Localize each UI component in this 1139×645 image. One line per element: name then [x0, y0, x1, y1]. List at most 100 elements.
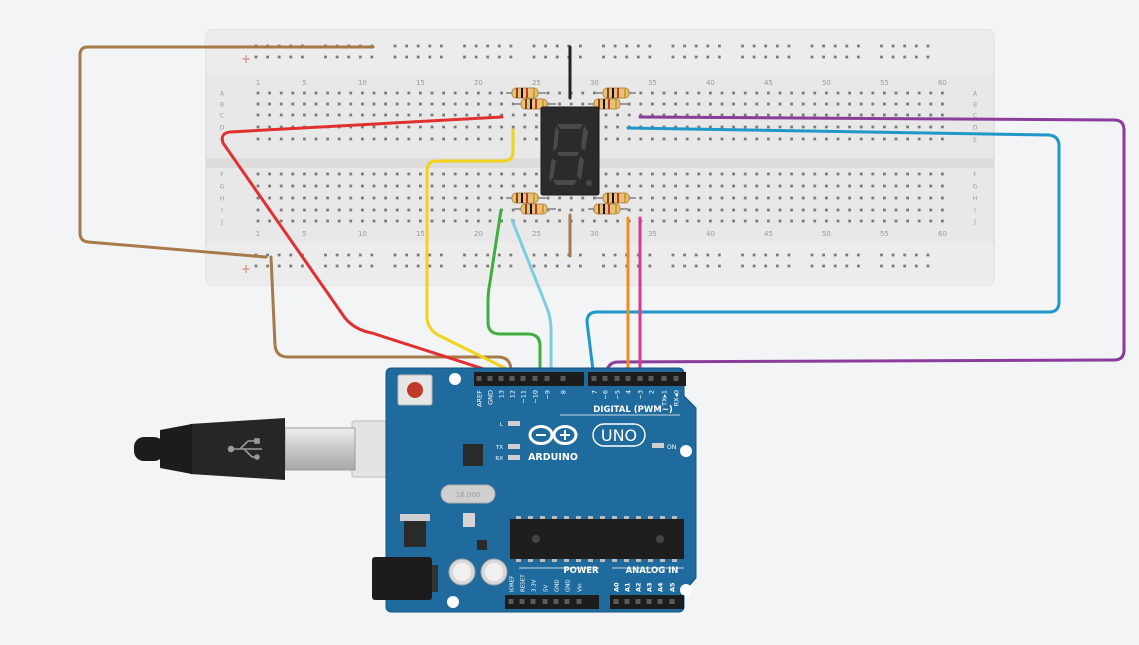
usb-strain-relief	[160, 424, 192, 474]
wire-green[interactable]	[486, 208, 542, 380]
power-pin-label: IOREF	[510, 576, 516, 592]
power-pin-label: GND	[566, 579, 572, 592]
column-number: 55	[880, 79, 889, 87]
power-jack[interactable]	[372, 557, 432, 600]
usb-plug-metal	[284, 427, 356, 471]
top-plus-label: +	[241, 52, 251, 66]
column-number: 5	[302, 79, 306, 87]
row-letter: G	[973, 184, 978, 191]
power-jack-rim	[432, 565, 438, 592]
analog-pin-label: A5	[669, 582, 677, 592]
resistor-bottom-left-2[interactable]	[514, 203, 556, 215]
row-letter: H	[220, 196, 225, 203]
analog-pin-label: A0	[613, 582, 621, 592]
power-pin-label: Vin	[578, 583, 584, 592]
column-number: 30	[590, 230, 599, 238]
wire-yellow[interactable]	[425, 128, 527, 380]
top-power-rail	[206, 30, 994, 74]
row-letter: I	[221, 208, 223, 215]
wire-brown-top-loop[interactable]	[78, 45, 375, 259]
row-letter: H	[973, 196, 978, 203]
row-letter: F	[973, 172, 977, 179]
usb-chip	[463, 444, 483, 466]
resistor-top-right-1[interactable]	[596, 87, 636, 99]
column-number: 30	[590, 79, 599, 87]
column-number: 45	[764, 230, 773, 238]
capacitor-2	[480, 558, 508, 586]
pin-label: AREF	[476, 390, 484, 407]
wire-brown-gnd[interactable]	[269, 255, 515, 382]
reset-button[interactable]	[397, 374, 433, 406]
analog-label: ANALOG IN	[626, 566, 679, 576]
column-number: 50	[822, 230, 831, 238]
column-number: 1	[256, 230, 260, 238]
analog-pin-label: A2	[635, 582, 643, 592]
digital-header-right	[588, 372, 686, 386]
pin-label: TX▸1	[661, 390, 669, 407]
led-on	[652, 443, 664, 448]
pin-label: ~9	[544, 390, 552, 400]
resistor-bottom-left-1[interactable]	[506, 192, 546, 204]
pin-label: 2	[648, 390, 656, 394]
wire-lightblue[interactable]	[510, 218, 553, 380]
capacitor-1	[448, 558, 476, 586]
row-letter: A	[220, 91, 225, 98]
column-number: 10	[358, 79, 367, 87]
led-label: L	[500, 422, 504, 428]
resistor-top-left-1[interactable]	[506, 87, 546, 99]
usb-cable-end	[134, 437, 164, 461]
led-rx	[508, 455, 520, 460]
column-number: 15	[416, 79, 425, 87]
row-letter: E	[973, 137, 977, 144]
mounting-hole-right-top	[680, 445, 692, 457]
pin-label: GND	[487, 390, 495, 405]
column-number: 45	[764, 79, 773, 87]
led-label: TX	[495, 445, 503, 451]
crystal	[440, 484, 496, 504]
power-pin-label: GND	[555, 579, 561, 592]
bottom-power-rail	[206, 242, 994, 285]
pin-label: 7	[591, 390, 599, 394]
resistor-top-left-2[interactable]	[514, 98, 556, 110]
wire-blue[interactable]	[585, 126, 1061, 380]
digital-label: DIGITAL (PWM~)	[593, 405, 673, 415]
seven-segment-display[interactable]: 8.	[540, 106, 600, 196]
wire-purple[interactable]	[604, 115, 1126, 380]
column-number: 60	[938, 79, 947, 87]
arduino-logo-icon	[528, 425, 578, 445]
row-letter: G	[220, 184, 225, 191]
analog-pin-label: A3	[646, 582, 654, 592]
mounting-hole-right-bottom	[680, 584, 692, 596]
pin-label: 4	[625, 390, 633, 394]
power-pin-label: 3.3V	[532, 579, 538, 592]
usb-cable[interactable]	[134, 418, 435, 480]
row-letter: C	[220, 113, 224, 120]
row-letter: J	[220, 219, 223, 226]
column-number: 60	[938, 230, 947, 238]
center-channel	[206, 158, 994, 168]
model-label: UNO	[601, 426, 637, 445]
column-number: 55	[880, 230, 889, 238]
bottom-plus-label: +	[241, 262, 251, 276]
crystal-label: 16.000	[456, 491, 481, 499]
pin-label: 12	[509, 390, 517, 398]
row-letter: F	[220, 172, 224, 179]
wire-red[interactable]	[220, 115, 514, 380]
led-tx	[508, 444, 520, 449]
column-number: 35	[648, 230, 657, 238]
resistor-bottom-right-2[interactable]	[588, 203, 628, 215]
resistor-bottom-right-1[interactable]	[596, 192, 636, 204]
led-l	[508, 421, 520, 426]
power-label: POWER	[563, 566, 599, 576]
column-number: 25	[532, 230, 541, 238]
segments	[549, 124, 592, 186]
resistor-top-right-2[interactable]	[588, 98, 628, 110]
row-letter: A	[973, 91, 978, 98]
led-label: RX	[495, 456, 503, 462]
